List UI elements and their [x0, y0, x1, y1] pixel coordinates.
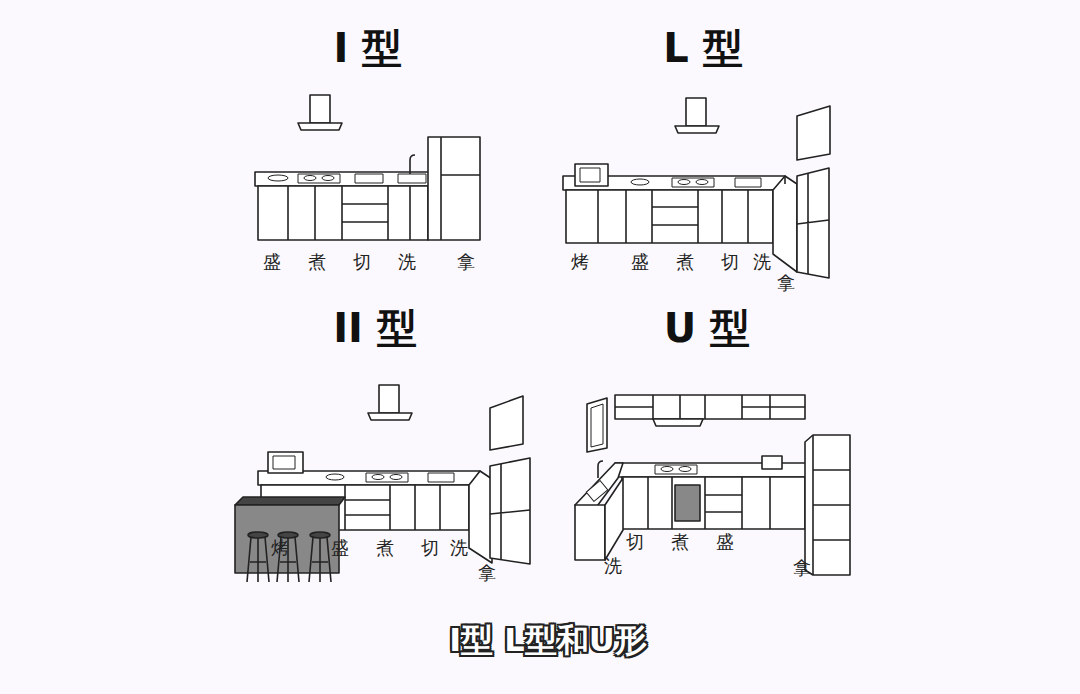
workflow-step: 洗	[398, 253, 416, 271]
ii-kitchen	[235, 385, 530, 582]
caption: I型 L型和U形	[449, 624, 646, 656]
workflow-step: 盛	[631, 253, 649, 271]
workflow-step: 烤	[271, 539, 289, 557]
layout-heading: U 型	[664, 308, 750, 348]
workflow-step: 拿	[478, 564, 496, 582]
workflow-step: 拿	[457, 253, 475, 271]
workflow-step: 切	[721, 253, 739, 271]
workflow-step: 煮	[308, 253, 326, 271]
workflow-step: 洗	[604, 557, 622, 575]
layout-heading: L 型	[663, 28, 742, 68]
workflow-step: 拿	[793, 559, 811, 577]
workflow-step: 盛	[716, 533, 734, 551]
bar-stool	[247, 532, 331, 582]
workflow-step: 盛	[263, 253, 281, 271]
layout-heading: II 型	[333, 308, 417, 348]
workflow-step: 煮	[676, 253, 694, 271]
workflow-step: 洗	[450, 539, 468, 557]
workflow-step: 拿	[777, 274, 795, 292]
workflow-step: 烤	[571, 253, 589, 271]
workflow-step: 切	[421, 539, 439, 557]
workflow-step: 煮	[376, 539, 394, 557]
workflow-step: 煮	[671, 533, 689, 551]
i-kitchen	[255, 95, 480, 240]
u-kitchen	[575, 395, 850, 575]
workflow-step: 盛	[331, 539, 349, 557]
workflow-step: 切	[626, 533, 644, 551]
workflow-step: 洗	[753, 253, 771, 271]
layout-heading: I 型	[334, 28, 403, 68]
l-kitchen	[563, 98, 830, 278]
workflow-step: 切	[353, 253, 371, 271]
